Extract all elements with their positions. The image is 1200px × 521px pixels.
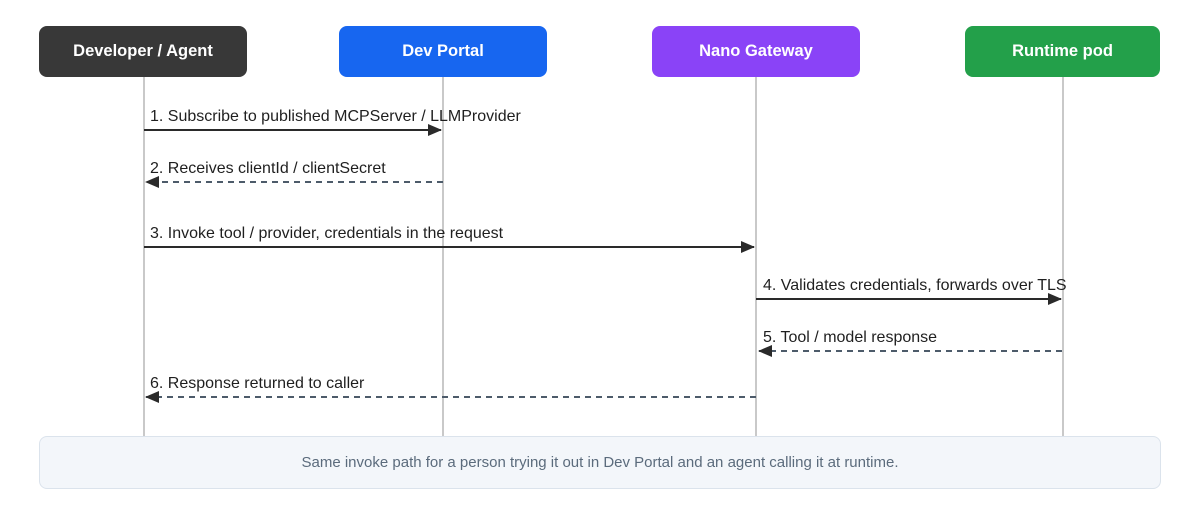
message-label-1: 1. Subscribe to published MCPServer / LL… [150,108,521,125]
actor-dev-portal: Dev Portal [339,26,547,77]
lifeline-devportal [442,77,444,436]
message-label-5: 5. Tool / model response [763,329,938,346]
lifeline-runtime [1062,77,1064,436]
message-label-2: 2. Receives clientId / clientSecret [150,160,386,177]
footer-note: Same invoke path for a person trying it … [39,436,1161,489]
lifeline-developer [143,77,145,436]
lifeline-gateway [755,77,757,436]
actor-nano-gateway: Nano Gateway [652,26,860,77]
message-label-4: 4. Validates credentials, forwards over … [763,277,1067,294]
actor-runtime-pod: Runtime pod [965,26,1160,77]
message-label-6: 6. Response returned to caller [150,375,365,392]
message-label-3: 3. Invoke tool / provider, credentials i… [150,225,504,242]
actor-developer-agent: Developer / Agent [39,26,247,77]
